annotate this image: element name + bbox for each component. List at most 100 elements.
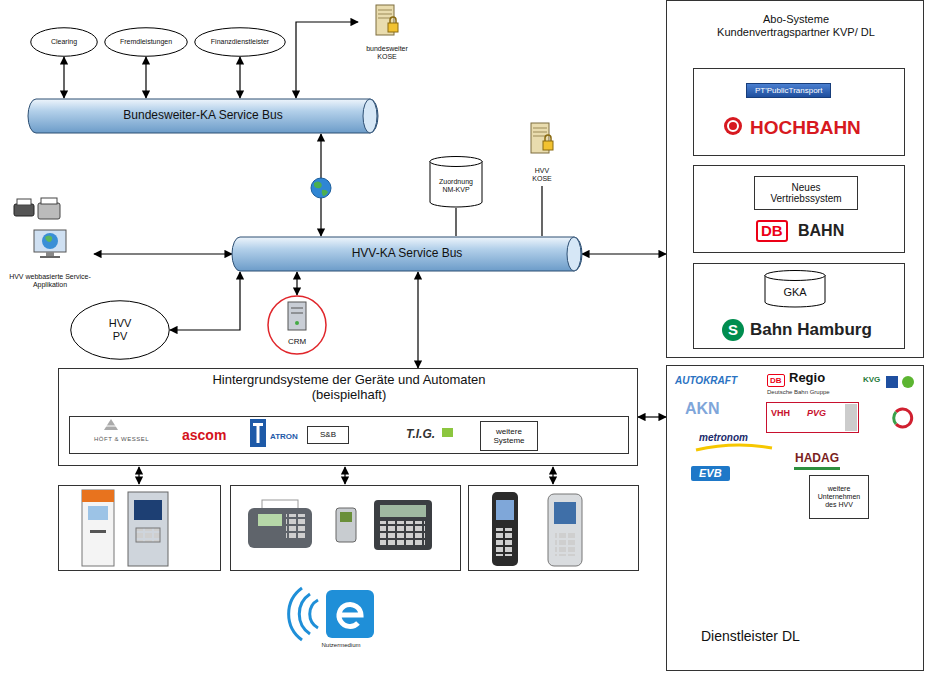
system-box: weitere Unternehmen des HVV	[809, 475, 869, 519]
handheld-device	[492, 492, 582, 566]
provider-panel: weitere Unternehmen des HVVAUTOKRAFTDBRe…	[666, 365, 924, 671]
service-ellipse: HVV PV	[70, 300, 170, 360]
crm-server-icon	[291, 313, 303, 314]
user-medium-icon	[326, 590, 374, 638]
device-arrow	[552, 467, 553, 484]
mobile-terminal	[248, 508, 312, 548]
user-medium-icon	[289, 588, 302, 640]
company-symbol	[894, 412, 896, 424]
connector	[455, 208, 456, 236]
node-label: HVV KOSE	[528, 167, 556, 183]
connector	[145, 57, 146, 98]
database: GKA	[764, 270, 826, 308]
ellipse-outline	[71, 301, 170, 360]
service-ellipse: Clearing	[30, 27, 98, 57]
connector	[94, 253, 232, 254]
printer-icon	[14, 204, 34, 216]
user-medium-icon	[310, 600, 318, 628]
logo-text: HADAG	[795, 452, 839, 466]
device-box	[59, 486, 221, 571]
logo-text: Regio	[789, 371, 825, 386]
node-label: Clearing	[51, 38, 77, 46]
user-medium-icon	[299, 594, 310, 634]
pipe-body	[28, 99, 378, 133]
ticket-machine	[88, 506, 108, 520]
vhh-pvg-frame	[767, 403, 859, 433]
database: Zuordnung NM-KVP	[429, 156, 483, 208]
logo-text: AUTOKRAFT	[675, 375, 737, 387]
connector	[638, 416, 666, 417]
hadag-bar	[794, 467, 840, 470]
printer-icon	[38, 203, 60, 219]
server-icon	[376, 5, 398, 35]
logo-text: S	[722, 319, 744, 341]
server-node: bundesweiter KOSE	[358, 4, 416, 64]
hochbahn-icon	[724, 117, 742, 135]
node-label: weitere Systeme	[484, 427, 534, 445]
logo-box: S&Bweitere SystemeHÖFT & WESSELascomATRO…	[69, 416, 629, 454]
user-medium-icon	[289, 588, 374, 640]
logo-text: Hintergrundsysteme der Geräte und Automa…	[184, 373, 514, 403]
handheld-device	[555, 532, 575, 556]
node-label: S&B	[320, 430, 336, 439]
vhh-pvg-frame	[767, 403, 859, 433]
hochbahn-icon	[728, 121, 738, 131]
logo-box: PT'PublicTransportHOCHBAHN	[693, 68, 905, 156]
logo-text: KVG	[863, 375, 880, 384]
circle-outline	[267, 295, 327, 355]
database-top	[430, 157, 482, 167]
handheld-device	[496, 528, 514, 556]
device-arrow	[139, 467, 553, 484]
pipe-body	[232, 237, 582, 271]
metronom-swoosh	[696, 445, 772, 450]
node-label: CRM	[288, 337, 306, 346]
partner-panel: PT'PublicTransportHOCHBAHNNeues Vertrieb…	[666, 0, 924, 358]
logo-text: PVG	[807, 408, 826, 418]
logo-text: Deutsche Bahn Gruppe	[767, 389, 830, 396]
globe-icon	[311, 178, 331, 198]
connector	[63, 57, 64, 98]
pipe-end	[363, 99, 377, 133]
logo-text: VHH	[771, 408, 790, 418]
ticket-machine	[90, 530, 106, 533]
mobile-terminal	[340, 512, 352, 522]
logo-text: Dienstleister DL	[701, 628, 800, 644]
logo-text: HOCHBAHN	[750, 117, 861, 139]
icon-label: Nutzermedium	[296, 642, 386, 649]
company-symbol	[896, 409, 912, 427]
node-label: Finanzdienstleister	[211, 38, 269, 46]
ticket-machine	[128, 492, 168, 566]
computer-icon	[34, 230, 66, 252]
logo-box: GKASBahn Hamburg	[693, 263, 905, 349]
mobile-terminal	[258, 514, 282, 526]
tig-icon	[442, 428, 453, 437]
mobile-terminal	[374, 500, 432, 550]
vhh-pvg-frame	[845, 404, 857, 431]
crm-circle: CRM	[267, 295, 327, 355]
node-label: GKA	[783, 286, 806, 299]
computer-icon	[34, 230, 66, 258]
hadag-bar	[794, 467, 840, 470]
logo-text: PT'PublicTransport	[746, 83, 831, 98]
logo-text: EVB	[691, 466, 730, 481]
atron-icon	[250, 419, 266, 447]
server-icon	[376, 5, 398, 35]
device-box	[59, 486, 639, 571]
connector	[296, 272, 297, 295]
metronom-swoosh	[696, 445, 772, 450]
system-box: S&B	[307, 426, 349, 444]
connector	[296, 22, 358, 98]
printer-icon	[41, 198, 57, 204]
system-panel: S&Bweitere SystemeHÖFT & WESSELascomATRO…	[58, 368, 638, 466]
handheld-device	[554, 502, 576, 524]
connector	[541, 186, 542, 236]
device-box	[231, 486, 461, 571]
hoeft-wessel-icon	[104, 419, 118, 430]
handheld-device	[548, 494, 582, 566]
computer-icon	[46, 252, 54, 256]
node-label: Zuordnung NM-KVP	[432, 178, 480, 194]
logo-text: ascom	[182, 427, 226, 443]
logo-text: metronom	[699, 432, 748, 444]
ellipse-outline	[31, 28, 98, 57]
node-label: bundesweiter KOSE	[361, 45, 413, 61]
